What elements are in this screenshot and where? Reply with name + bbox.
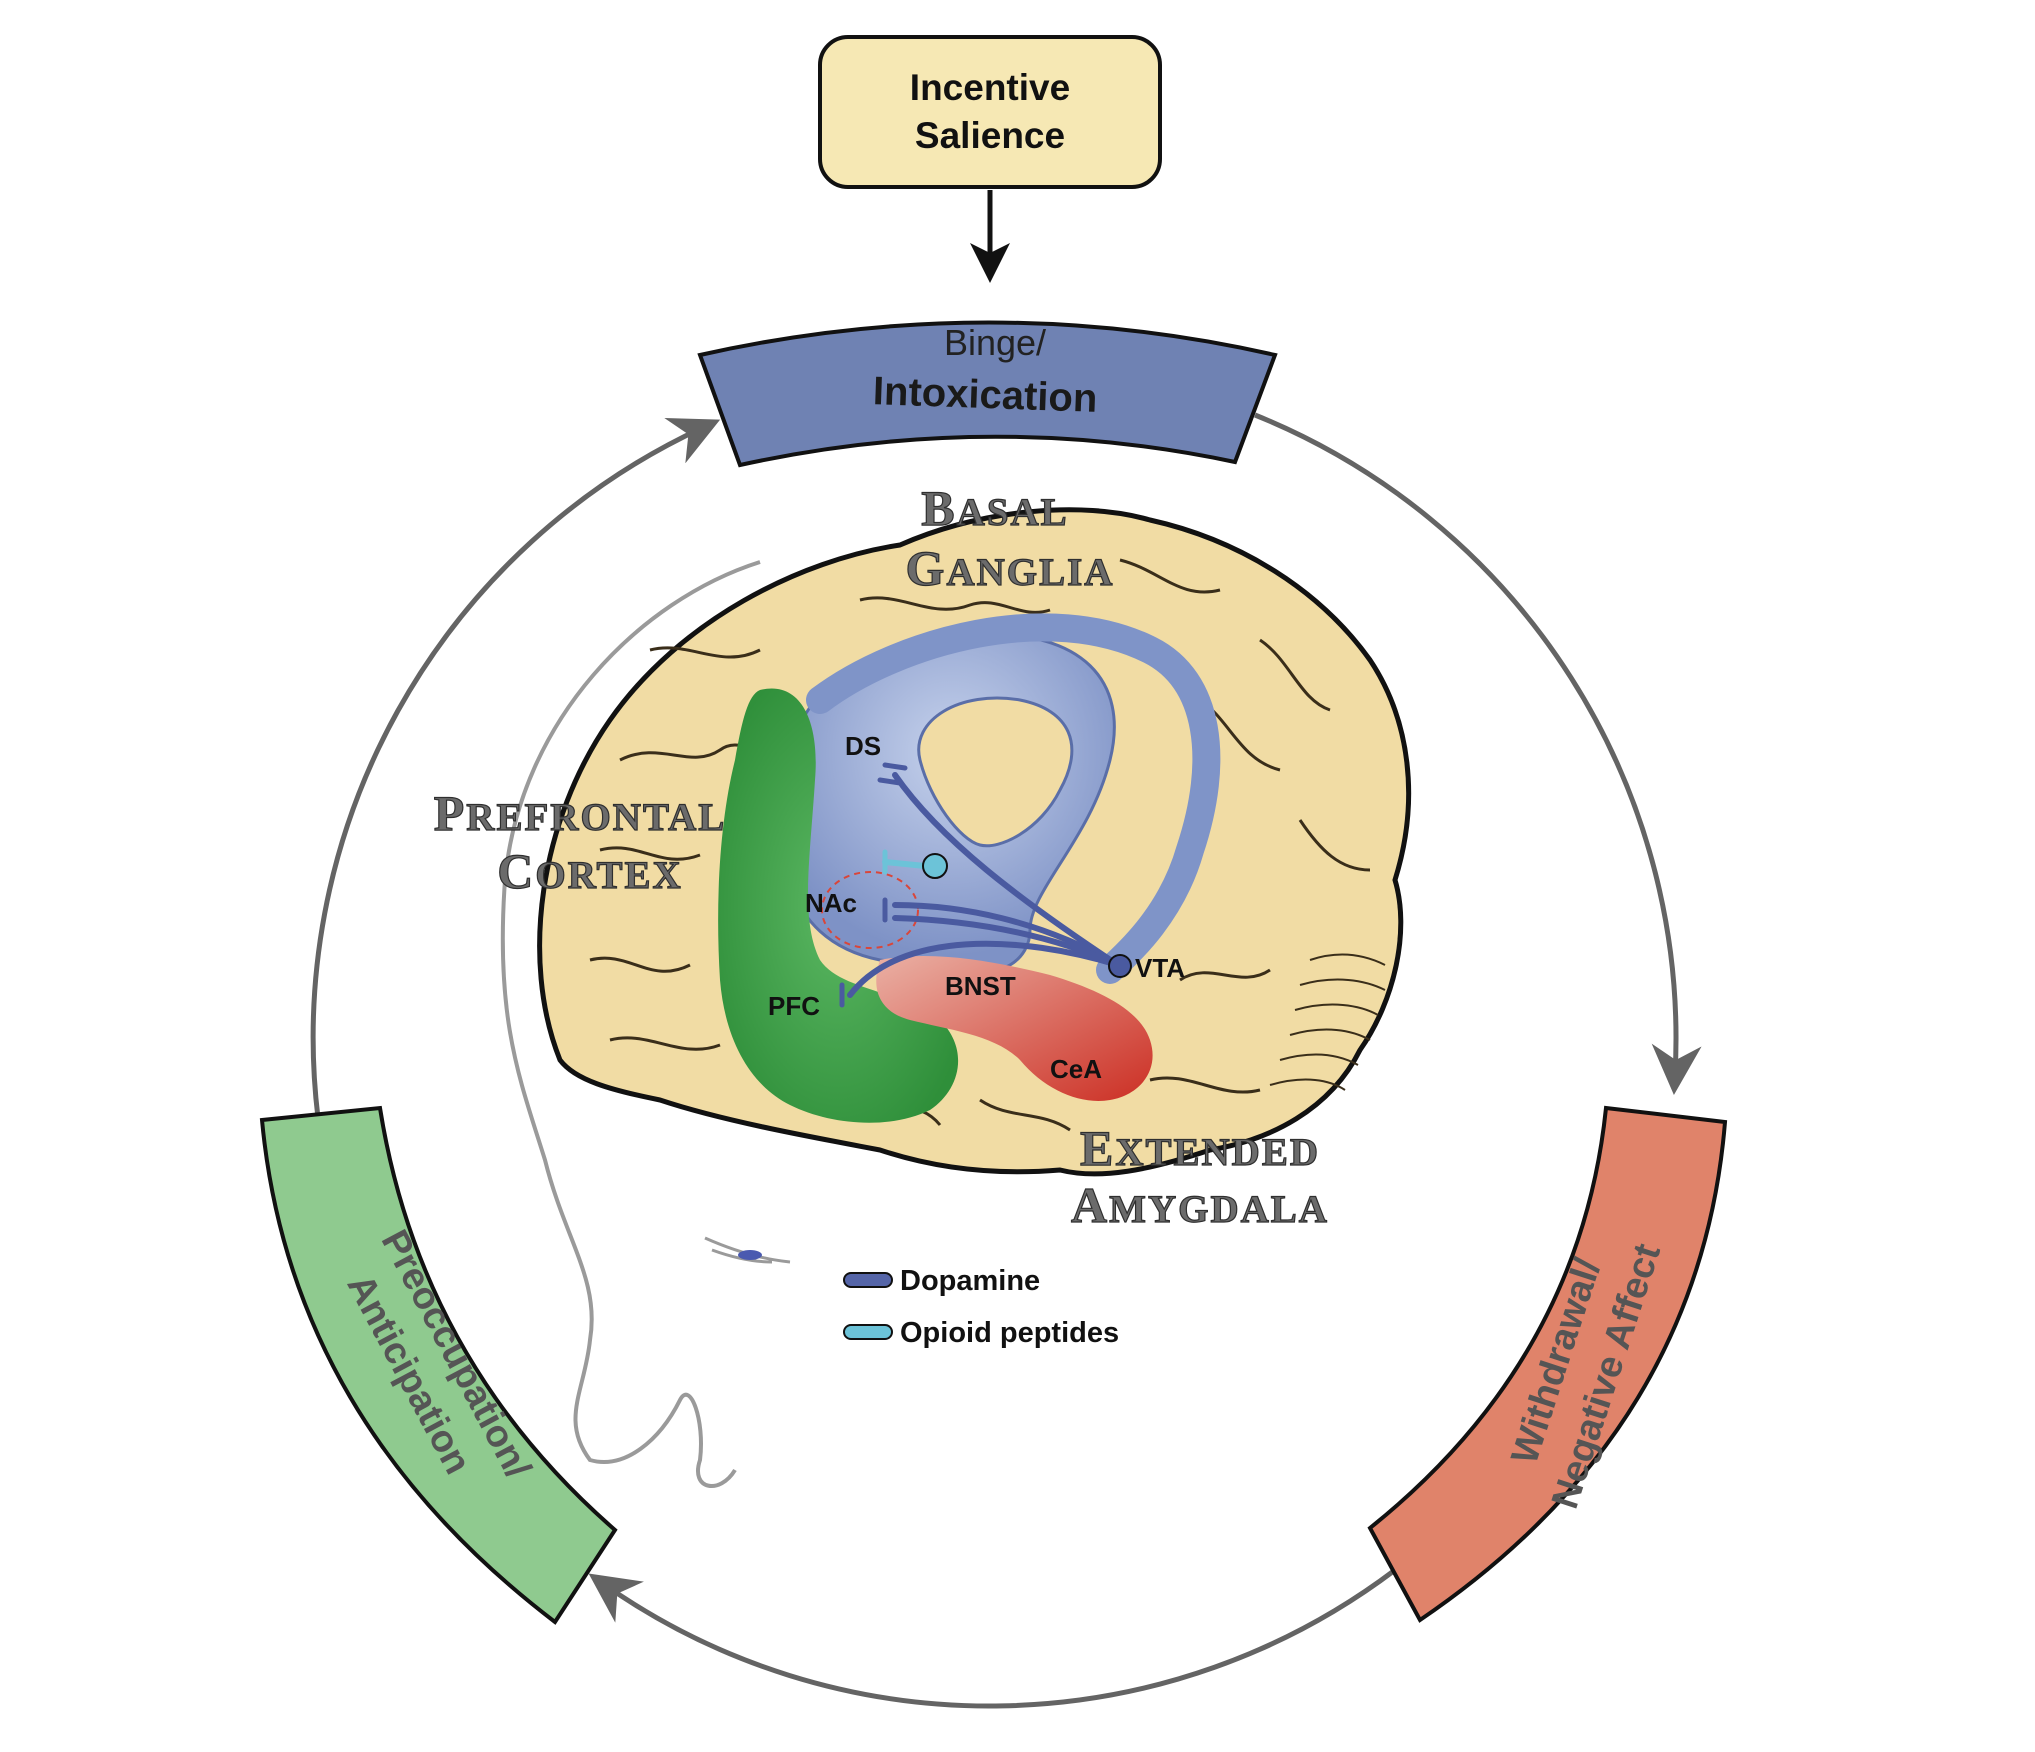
label-vta: VTA [1135, 953, 1185, 983]
legend-label-opioid: Opioid peptides [900, 1317, 1119, 1349]
stage-preoccupation-anticipation: Preoccupation/ Anticipation [259, 1105, 618, 1625]
legend-label-dopamine: Dopamine [900, 1265, 1040, 1297]
opioid-peptide-neuron [882, 849, 948, 879]
label-bnst: BNST [945, 971, 1016, 1001]
incentive-salience-box: Incentive Salience [818, 35, 1162, 189]
nac-dashed-outline [821, 871, 919, 949]
pathway-vta-to-nac-2 [892, 915, 1121, 968]
legend: Dopamine Opioid peptides [843, 1265, 1119, 1349]
basal-ganglia-label-line1: BASAL [921, 480, 1068, 536]
arrow-binge-to-withdrawal [1254, 412, 1702, 1095]
incentive-salience-line2: Salience [915, 115, 1065, 156]
legend-item-opioid: Opioid peptides [843, 1317, 1119, 1349]
extended-amygdala-region [876, 955, 1153, 1101]
label-ds: DS [845, 731, 881, 761]
prefrontal-cortex-label-line1: PREFRONTAL [434, 785, 727, 841]
binge-line2: Intoxication [872, 369, 1098, 421]
pathway-vta-to-ds [892, 772, 1121, 968]
legend-item-dopamine: Dopamine [843, 1265, 1040, 1297]
arrow-preoccupation-to-binge [310, 417, 721, 1119]
label-cea: CeA [1050, 1054, 1102, 1084]
basal-ganglia-label-line2: GANGLIA [906, 540, 1115, 596]
extended-amygdala-label-line1: EXTENDED [1080, 1120, 1320, 1176]
pathway-vta-to-nac [892, 902, 1121, 968]
extended-amygdala-label-line2: AMYGDALA [1071, 1177, 1329, 1233]
brain-cerebellum [1269, 953, 1386, 1091]
face-eye-pupil [738, 1250, 762, 1260]
basal-ganglia-tail [806, 613, 1221, 984]
arrow-withdrawal-to-preoccupation [588, 1568, 1397, 1709]
prefrontal-cortex-label-line2: CORTEX [497, 843, 682, 899]
stage-withdrawal-negative-affect: Withdrawal/ Negative Affect [1367, 1105, 1728, 1623]
pathway-vta-to-pfc [847, 940, 1121, 998]
incentive-salience-line1: Incentive [910, 67, 1070, 108]
terminal-ds [877, 762, 908, 786]
cycle-arrows [310, 412, 1702, 1709]
vta-cell-body [1108, 954, 1132, 978]
head-outline [500, 560, 761, 1488]
label-pfc: PFC [768, 991, 820, 1021]
dopamine-pathways [847, 772, 1121, 998]
legend-swatch-opioid [843, 1324, 893, 1340]
label-nac: NAc [805, 888, 857, 918]
binge-line1: Binge/ [944, 322, 1046, 363]
legend-swatch-dopamine [843, 1272, 893, 1288]
dopamine-terminals [839, 762, 908, 1008]
stage-binge-intoxication: Binge/ Intoxication [697, 320, 1278, 468]
